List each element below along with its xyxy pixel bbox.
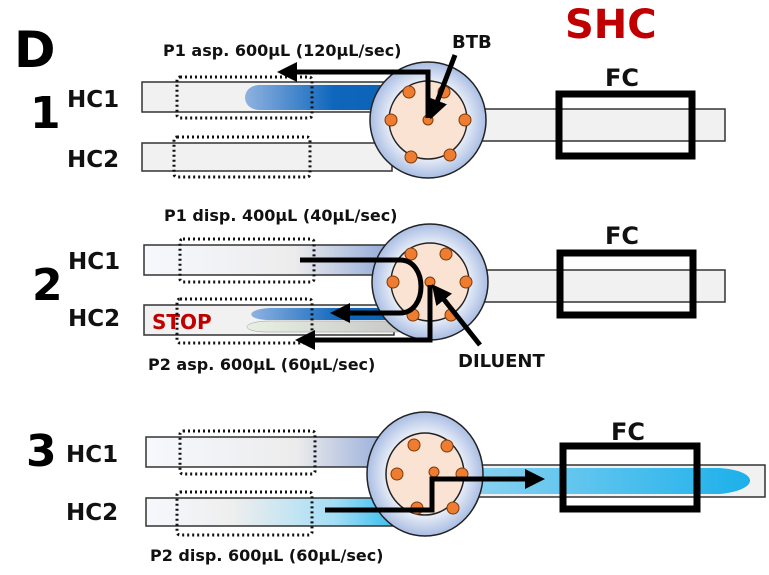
step-number: 2 bbox=[32, 260, 63, 311]
operation-bottom-label: P2 asp. 600µL (60µL/sec) bbox=[148, 355, 375, 374]
hc1-label: HC1 bbox=[68, 249, 120, 275]
flow-cell bbox=[555, 90, 696, 160]
hc1-detection-zone bbox=[175, 75, 314, 120]
hc2-detection-zone bbox=[175, 297, 314, 345]
fc-label: FC bbox=[605, 222, 639, 250]
flow-cell bbox=[559, 442, 701, 513]
btb-callout: BTB bbox=[452, 32, 492, 53]
dispense-arrow bbox=[325, 469, 545, 513]
step-3: 3 HC1 HC2 P2 disp. 600µL (60µL/sec) FC bbox=[26, 411, 766, 565]
step-1: 1 HC1 HC2 P1 asp. 600µL (120µL/sec) BTB … bbox=[30, 32, 726, 179]
hc2-tube bbox=[141, 142, 393, 172]
diluent-plug bbox=[247, 320, 401, 333]
hc1-label: HC1 bbox=[66, 442, 118, 468]
valve-ports bbox=[386, 247, 473, 322]
operation-top-label: P1 disp. 400µL (40µL/sec) bbox=[164, 206, 398, 225]
flow-cell bbox=[556, 249, 697, 319]
valve-ports bbox=[384, 85, 472, 164]
hc2-label: HC2 bbox=[66, 500, 118, 526]
step-2: 2 HC1 HC2 P1 disp. 400µL (40µL/sec) P2 a… bbox=[32, 206, 726, 374]
fc-label: FC bbox=[611, 418, 645, 446]
aspiration-arrow bbox=[277, 62, 431, 118]
aspiration-arrow bbox=[295, 285, 433, 350]
hc1-label: HC1 bbox=[67, 87, 119, 113]
hc1-tube bbox=[145, 436, 397, 468]
hc2-label: HC2 bbox=[67, 147, 119, 173]
operation-label: P1 asp. 600µL (120µL/sec) bbox=[163, 41, 401, 60]
dispense-loop-arrow bbox=[300, 257, 424, 323]
panel-letter: D bbox=[14, 21, 56, 79]
btb-callout-arrow bbox=[428, 54, 458, 120]
stop-label: STOP bbox=[152, 310, 212, 334]
sample-plug bbox=[245, 85, 392, 110]
diluent-callout: DILUENT bbox=[458, 351, 545, 372]
diluent-callout-arrow bbox=[431, 284, 482, 347]
operation-label: P2 disp. 600µL (60µL/sec) bbox=[150, 546, 384, 565]
step-number: 1 bbox=[30, 88, 61, 139]
figure-title: SHC bbox=[565, 2, 657, 48]
step-number: 3 bbox=[26, 426, 57, 477]
valve-ports bbox=[390, 438, 469, 515]
hc2-detection-zone bbox=[172, 135, 312, 179]
hc2-label: HC2 bbox=[68, 306, 120, 332]
fc-label: FC bbox=[605, 64, 639, 92]
